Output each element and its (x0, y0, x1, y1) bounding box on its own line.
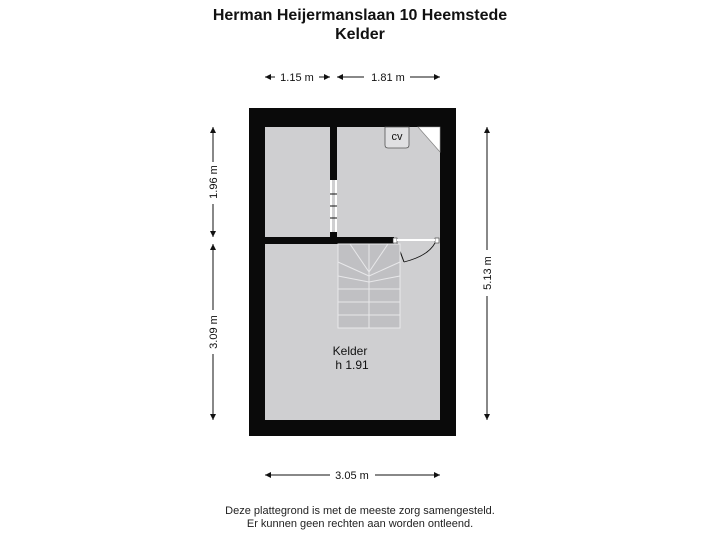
dimension-top-right: 1.81 m (337, 72, 440, 84)
disclaimer-line-2: Er kunnen geen rechten aan worden ontlee… (246, 518, 474, 530)
door-jamb-right (434, 237, 440, 244)
disclaimer-line-1: Deze plattegrond is met de meeste zorg s… (225, 505, 495, 517)
dim-left-upper-label: 1.96 m (208, 165, 220, 199)
door-jamb-left (392, 237, 398, 244)
door-swing-arc (403, 242, 436, 263)
dim-top-left-label: 1.15 m (280, 72, 314, 84)
dim-left-lower-label: 3.09 m (208, 315, 220, 349)
dim-top-right-label: 1.81 m (371, 72, 405, 84)
room-height: h 1.91 (335, 358, 369, 372)
dim-bottom-total-label: 3.05 m (335, 470, 369, 482)
dimension-top-left: 1.15 m (265, 72, 330, 84)
corner-duct-line (417, 126, 441, 153)
dimension-left-lower: 3.09 m (208, 244, 220, 420)
dimension-right-total: 5.13 m (482, 127, 494, 420)
dimension-left-upper: 1.96 m (208, 127, 220, 237)
cv-label: cv (392, 131, 404, 143)
plan-title-floor: Kelder (335, 26, 385, 43)
cv-boiler (384, 126, 410, 149)
storage-room-left (265, 127, 330, 237)
staircase (337, 243, 401, 329)
room-name: Kelder (333, 344, 368, 358)
dimension-bottom-total: 3.05 m (265, 470, 440, 482)
dim-right-total-label: 5.13 m (482, 256, 494, 290)
plan-title-address: Herman Heijermanslaan 10 Heemstede (212, 7, 508, 24)
